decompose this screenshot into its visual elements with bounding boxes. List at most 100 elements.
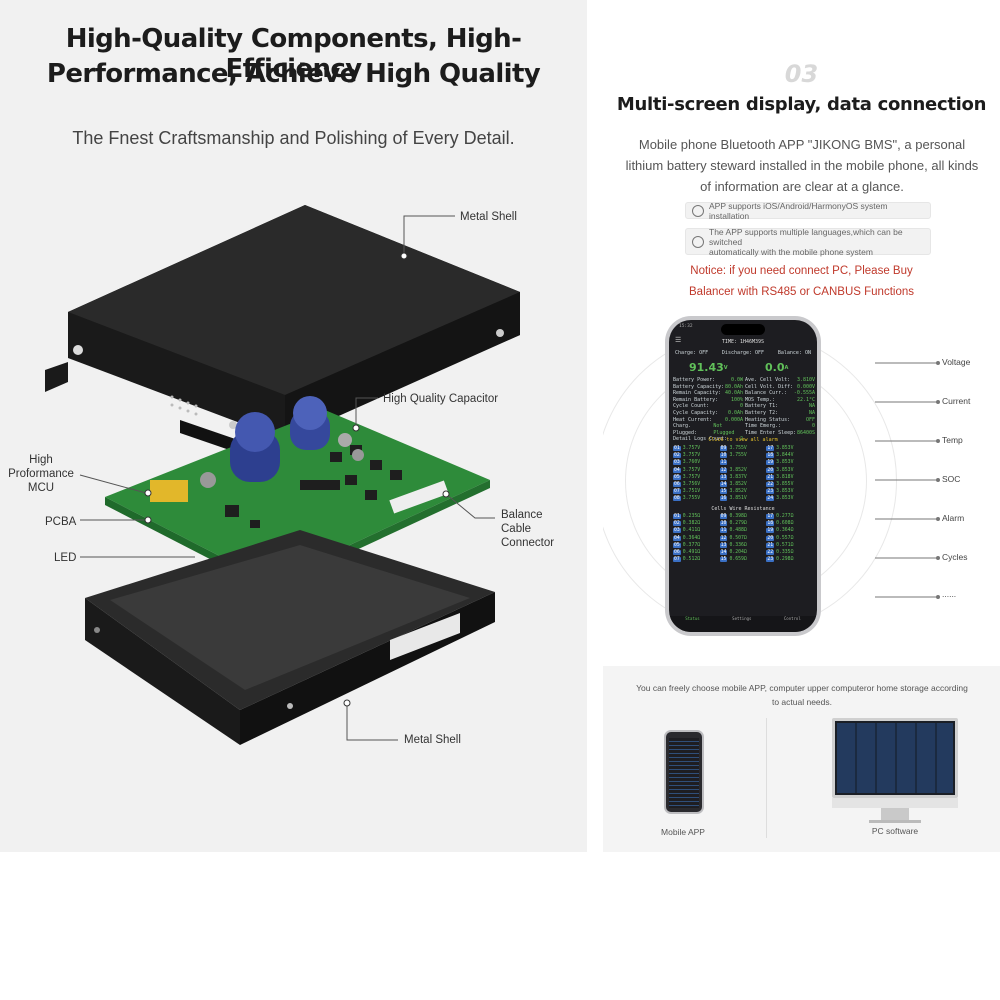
cell-value: 3.852V [729,481,747,487]
cell-index: 06 [673,549,681,555]
cell-value: 0.377Ω [682,542,701,548]
cell-value: 3.757V [682,446,701,451]
label-balance-connector: Balance Cable Connector [501,508,554,550]
cell-value: 3.818V [776,474,794,480]
param-row: Cycle Capacity:0.0Ah [673,410,743,417]
cell-value: 0.659Ω [729,557,747,563]
notice-line1: Notice: if you need connect PC, Please B… [690,265,913,277]
pack-voltage-value: 91.43 [689,361,724,374]
param-value: 40.0Ah [724,390,743,397]
cell-index: 07 [673,489,681,495]
param-value: 0 [811,423,815,430]
resistance-title: Cells Wire Resistance [711,506,775,512]
param-label: Cycle Count: [673,403,710,410]
desc-line3: of information are clear at a glance. [700,179,904,194]
cell-index: 23 [766,489,775,495]
cell-value: 3.760V [682,460,701,466]
cell-value: 3.851V [729,496,747,502]
param-value: 0.000V [796,383,815,390]
param-row: Battery T2:NA [745,410,815,417]
param-row: Heating Status:OFF [745,417,815,424]
label-metal-shell-top: Metal Shell [460,211,517,223]
param-value: -0.555A [793,390,815,397]
param-value: 100% [730,396,743,403]
param-label: MOS Temp.: [745,396,776,403]
discharge-status[interactable]: Discharge: OFF [721,350,765,356]
cell-value: 3.853V [776,460,794,466]
tab-status[interactable]: Status [685,616,700,621]
pcb-board [105,396,490,590]
cell-value: 3.756V [682,481,701,487]
param-label: Heating Status: [745,416,791,423]
cell-index: 02 [673,521,681,527]
balance-status[interactable]: Balance: ON [777,350,811,356]
cell-value: 0.382Ω [682,521,701,527]
menu-icon[interactable]: ☰ [675,336,682,344]
cell-value: 3.757V [682,467,701,473]
param-row: Battery T1:NA [745,403,815,410]
cell-value: 0.491Ω [682,549,701,555]
param-value: 0.0W [730,377,743,383]
cell-index: 15 [719,489,728,495]
cell-value: 0.398Ω [729,514,747,519]
tab-settings[interactable]: Settings [732,616,752,621]
cell-value: 3.837V [729,474,747,480]
phone-notch [721,324,765,335]
headline-line2: Performance, Achieve High Quality [46,59,541,89]
cell-index: 01 [673,446,681,451]
cell-index: 24 [766,496,775,502]
side-label-voltage: Voltage [942,357,971,367]
param-label: Heat Current: [673,416,713,423]
cell-index: 08 [673,496,681,502]
cell-value: 0.507Ω [729,535,747,541]
feature-languages: The APP supports multiple languages,whic… [685,227,931,257]
param-row: Remain Capacity:40.0Ah [673,390,743,397]
cell-index: 18 [766,521,775,527]
cell-index: 15 [719,557,728,563]
notice-line2: Balancer with RS485 or CANBUS Functions [689,286,914,298]
cell-index: 11 [719,460,728,466]
product-panel: High-Quality Components, High-Efficiency… [0,0,587,852]
pack-current-value: 0.0 [765,361,785,374]
cell-value: 0.571Ω [776,542,794,548]
cell-index: 16 [719,496,728,502]
status-time: 15:32 [679,324,693,329]
param-label: Remain Capacity: [673,390,722,397]
section-description: Mobile phone Bluetooth APP "JIKONG BMS",… [621,134,983,197]
side-label-temp: Temp [942,435,963,445]
cell-value: 0.336Ω [729,542,747,548]
alarm-link[interactable]: Click to view all alarm [708,437,778,443]
cell-index: 21 [766,542,775,548]
pack-current: 0.0A [765,362,788,374]
tab-control[interactable]: Control [783,616,801,621]
cell-index: 21 [766,474,775,480]
param-row: Heat Current:0.000A [673,417,743,424]
cell-value: 3.755V [729,453,747,459]
charge-status[interactable]: Charge: OFF [675,350,709,356]
platform-desc-line1: You can freely choose mobile APP, comput… [636,683,968,693]
